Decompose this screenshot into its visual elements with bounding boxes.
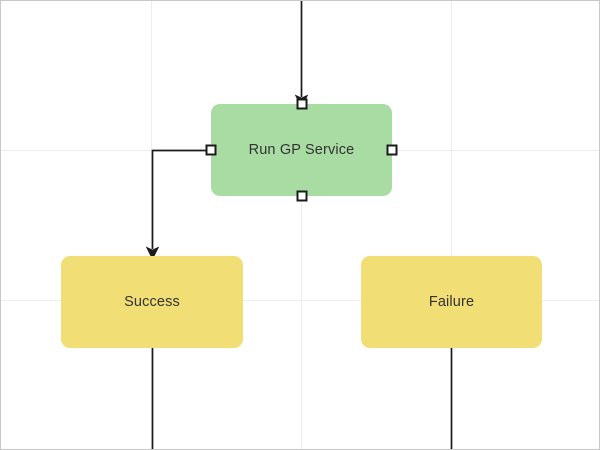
node-label-success: Success — [124, 294, 180, 310]
node-failure[interactable]: Failure — [361, 256, 542, 348]
handle-left-run-gp-service[interactable] — [205, 144, 217, 156]
edge-run-gp-service-to-success[interactable] — [145, 149, 209, 261]
handle-right-run-gp-service[interactable] — [386, 144, 398, 156]
handle-bottom-run-gp-service[interactable] — [296, 190, 307, 202]
node-label-failure: Failure — [428, 294, 475, 310]
node-success[interactable]: Success — [61, 256, 243, 348]
node-run-gp-service[interactable]: Run GP Service — [205, 98, 398, 202]
handle-top-run-gp-service[interactable] — [296, 98, 307, 110]
node-label-run-gp-service: Run GP Service — [248, 142, 355, 158]
